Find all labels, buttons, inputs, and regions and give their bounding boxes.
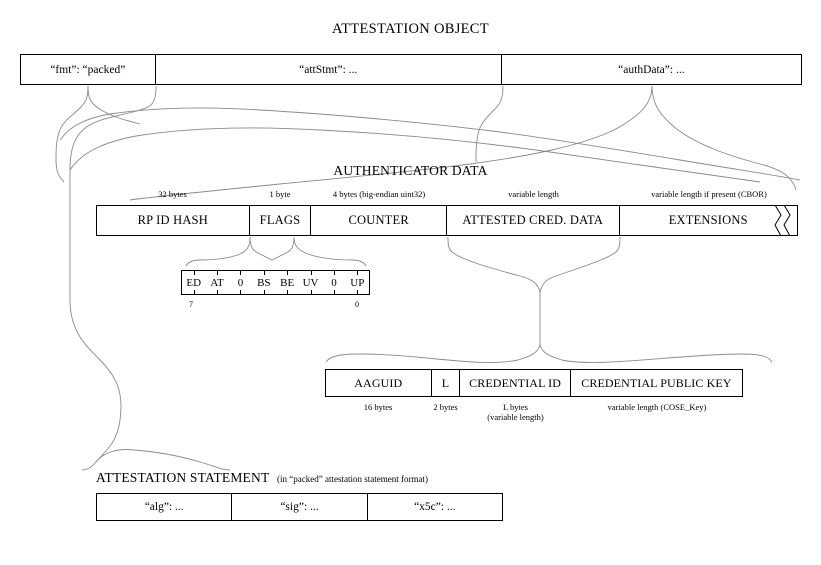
flag-bit-rfu2[interactable]: 0 — [229, 271, 252, 294]
flags-msb-index: 7 — [189, 300, 193, 309]
attestation-statement-note: (in “packed” attestation statement forma… — [277, 474, 428, 484]
attstmt-cell-x5c[interactable]: “x5c”: ... — [414, 501, 456, 513]
flag-bit-rfu2-label: 0 — [237, 276, 244, 289]
authdata-cell-rp-id-hash[interactable]: RP ID HASH — [97, 206, 250, 235]
authenticator-data-row: RP ID HASH FLAGS COUNTER ATTESTED CRED. … — [96, 205, 798, 236]
flag-bit-be[interactable]: BE — [276, 271, 299, 294]
caption-counter-size: 4 bytes (big-endian uint32) — [332, 189, 426, 199]
break-mark-icon — [774, 205, 791, 237]
authdata-cell-counter[interactable]: COUNTER — [311, 206, 447, 235]
attstmt-cell-sig[interactable]: “sig”: ... — [232, 494, 368, 520]
connector-acd-left-upper — [447, 236, 541, 293]
caption-credential-id-size: L bytes — [503, 402, 528, 412]
connector-fmt-right — [87, 85, 141, 125]
connector-flags-peak — [249, 236, 295, 261]
attestation-statement-title: ATTESTATION STATEMENT — [96, 470, 270, 485]
flag-bit-be-label: BE — [280, 276, 295, 289]
connector-authdata-left-stub — [475, 85, 504, 163]
connector-acd-right-upper — [539, 236, 621, 293]
connector-attstmt — [69, 85, 157, 471]
connector-attstmt-right — [95, 449, 231, 471]
flag-bit-bs-label: BS — [257, 276, 271, 289]
acd-cell-l[interactable]: L — [432, 370, 461, 396]
flag-bit-rfu1[interactable]: 0 — [322, 271, 345, 294]
caption-attested-cred-data-size: variable length — [508, 189, 559, 199]
flag-bit-bs[interactable]: BS — [252, 271, 275, 294]
attestation-statement-row: “alg”: ... “sig”: ... “x5c”: ... — [96, 493, 503, 521]
attstmt-cell-alg[interactable]: “alg”: ... — [97, 494, 233, 520]
flag-bit-uv-label: UV — [302, 276, 319, 289]
attobj-cell-fmt[interactable]: “fmt”: “packed” — [21, 55, 156, 84]
attestation-object-row: “fmt”: “packed” “attStmt”: ... “authData… — [20, 54, 802, 85]
attested-credential-data-row: AAGUID L CREDENTIAL ID CREDENTIAL PUBLIC… — [325, 369, 743, 397]
acd-cell-credential-public-key[interactable]: CREDENTIAL PUBLIC KEY — [581, 375, 732, 390]
authdata-cell-flags[interactable]: FLAGS — [250, 206, 312, 235]
caption-aaguid-size: 16 bytes — [363, 402, 393, 412]
connector-flags-left — [185, 236, 251, 267]
authdata-cell-attested-cred-data[interactable]: ATTESTED CRED. DATA — [447, 206, 620, 235]
caption-extensions-size: variable length if present (CBOR) — [651, 189, 767, 199]
flag-bit-rfu1-label: 0 — [331, 276, 337, 289]
attobj-cell-authdata[interactable]: “authData”: ... — [618, 63, 685, 76]
flags-lsb-index: 0 — [355, 300, 359, 309]
flag-bit-up-label: UP — [350, 276, 365, 289]
acd-cell-aaguid[interactable]: AAGUID — [326, 370, 432, 396]
flag-bit-up[interactable]: UP — [346, 271, 369, 294]
flag-bit-ed-label: ED — [186, 276, 202, 289]
flag-bit-at-label: AT — [210, 276, 224, 289]
flags-bit-row: ED AT 0 BS BE UV 0 UP — [181, 270, 370, 295]
caption-flags-size: 1 byte — [269, 189, 291, 199]
connector-flags-right — [293, 236, 367, 267]
flag-bit-ed[interactable]: ED — [182, 271, 205, 294]
caption-l-size: 2 bytes — [433, 402, 458, 412]
attobj-cell-attstmt[interactable]: “attStmt”: ... — [156, 55, 502, 84]
connector-authdata-left — [129, 85, 653, 201]
flag-bit-uv[interactable]: UV — [299, 271, 322, 294]
caption-credential-id-size2: (variable length) — [487, 412, 544, 422]
page-title: ATTESTATION OBJECT — [332, 21, 489, 37]
authdata-cell-extensions[interactable]: EXTENSIONS — [668, 213, 748, 227]
caption-credential-public-key-size: variable length (COSE_Key) — [607, 402, 707, 412]
authenticator-data-title: AUTHENTICATOR DATA — [333, 163, 488, 178]
flag-bit-at[interactable]: AT — [205, 271, 228, 294]
caption-rp-id-hash-size: 32 bytes — [158, 189, 187, 199]
connector-acd-right-lower — [539, 344, 773, 363]
acd-cell-credential-id[interactable]: CREDENTIAL ID — [460, 370, 571, 396]
connector-acd-left-lower — [325, 344, 541, 363]
